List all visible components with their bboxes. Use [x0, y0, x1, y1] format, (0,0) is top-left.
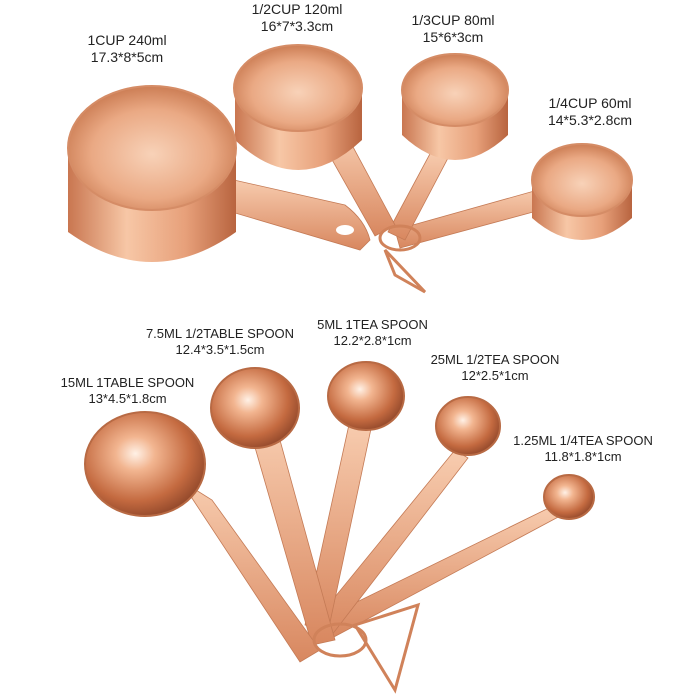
cup-label-1: 1CUP 240ml 17.3*8*5cm: [52, 32, 202, 66]
cup-2-dims: 16*7*3.3cm: [260, 18, 334, 34]
spoon-2-name: 7.5ML 1/2TABLE SPOON: [145, 326, 295, 341]
cup-1-dims: 17.3*8*5cm: [90, 49, 164, 65]
cup-ring: [378, 224, 427, 294]
cup-third: [387, 53, 509, 241]
spoon-3-name: 5ML 1TEA SPOON: [317, 317, 428, 332]
cup-4-dims: 14*5.3*2.8cm: [547, 112, 633, 128]
spoon-label-3: 5ML 1TEA SPOON 12.2*2.8*1cm: [300, 317, 445, 349]
spoon-one-tbsp: [84, 411, 321, 663]
spoon-5-dims: 11.8*1.8*1cm: [544, 449, 622, 464]
spoon-1-name: 15ML 1TABLE SPOON: [60, 375, 195, 390]
spoon-2-dims: 12.4*3.5*1.5cm: [175, 342, 265, 357]
cup-label-2: 1/2CUP 120ml 16*7*3.3cm: [222, 1, 372, 35]
spoon-quarter-tsp: [319, 474, 595, 639]
cup-half: [233, 44, 396, 237]
spoon-5-name: 1.25ML 1/4TEA SPOON: [513, 433, 653, 448]
spoon-label-1: 15ML 1TABLE SPOON 13*4.5*1.8cm: [45, 375, 210, 407]
cup-2-name: 1/2CUP 120ml: [251, 1, 343, 17]
spoon-half-tbsp: [210, 367, 336, 646]
cup-label-4: 1/4CUP 60ml 14*5.3*2.8cm: [520, 95, 660, 129]
spoon-4-name: 25ML 1/2TEA SPOON: [430, 352, 560, 367]
cup-3-dims: 15*6*3cm: [422, 29, 484, 45]
cup-one: [67, 85, 371, 262]
spoon-half-tsp: [311, 396, 501, 641]
spoon-4-dims: 12*2.5*1cm: [461, 368, 529, 383]
spoon-label-2: 7.5ML 1/2TABLE SPOON 12.4*3.5*1.5cm: [135, 326, 305, 358]
cup-3-name: 1/3CUP 80ml: [411, 12, 495, 28]
spoon-3-dims: 12.2*2.8*1cm: [333, 333, 412, 348]
spoon-1-dims: 13*4.5*1.8cm: [88, 391, 167, 406]
spoon-label-5: 1.25ML 1/4TEA SPOON 11.8*1.8*1cm: [508, 433, 658, 465]
spoon-label-4: 25ML 1/2TEA SPOON 12*2.5*1cm: [420, 352, 570, 384]
spoon-one-tsp: [304, 361, 405, 633]
cup-1-name: 1CUP 240ml: [87, 32, 167, 48]
cup-quarter: [394, 143, 633, 249]
cup-4-name: 1/4CUP 60ml: [548, 95, 632, 111]
cup-label-3: 1/3CUP 80ml 15*6*3cm: [383, 12, 523, 46]
spoon-ring: [312, 602, 421, 694]
